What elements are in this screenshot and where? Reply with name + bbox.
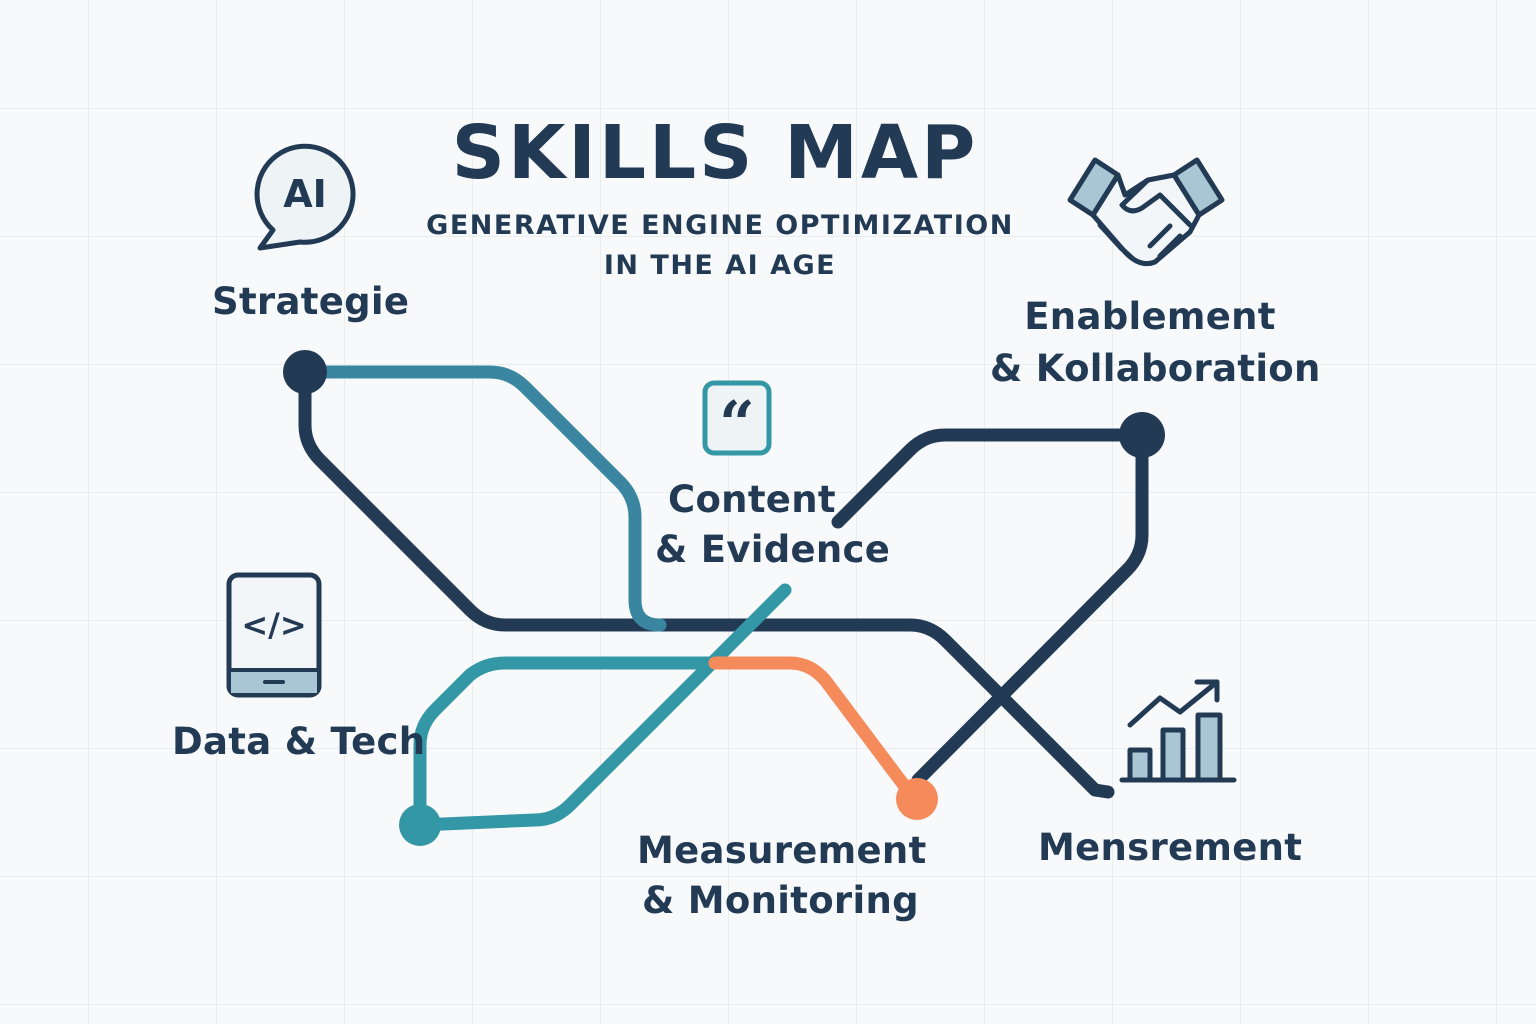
svg-text:“: “ <box>719 387 755 460</box>
node-label-content-line2: & Evidence <box>655 528 891 571</box>
svg-text:AI: AI <box>283 172 327 216</box>
route-content-to-datatech <box>413 583 792 832</box>
station-enablement <box>1119 412 1165 458</box>
node-label-enablement-line2: & Kollaboration <box>990 347 1321 390</box>
bar-chart-growth-icon <box>1119 679 1237 783</box>
route-strategie-to-mensrement <box>298 365 1115 799</box>
subtitle-line-2: IN THE AI AGE <box>603 250 837 281</box>
node-label-enablement-line1: Enablement <box>1024 295 1276 338</box>
route-center-to-measurement <box>708 656 922 807</box>
route-enablement-to-content <box>831 428 1149 529</box>
station-measurement <box>896 778 938 820</box>
node-label-measurement-line1: Measurement <box>637 829 927 872</box>
handshake-icon <box>1067 157 1225 267</box>
node-label-content-line1: Content <box>668 478 836 521</box>
code-tablet-icon: </> <box>226 572 322 698</box>
node-label-strategie: Strategie <box>212 280 410 323</box>
station-data-tech <box>399 804 441 846</box>
route-enablement-to-measurement <box>911 428 1149 787</box>
svg-text:</>: </> <box>241 606 306 644</box>
node-label-measurement-line2: & Monitoring <box>642 879 919 922</box>
node-label-mensrement: Mensrement <box>1038 826 1303 869</box>
route-datatech-to-center <box>413 656 722 832</box>
page-title: SKILLS MAP <box>451 110 979 196</box>
subtitle-line-1: GENERATIVE ENGINE OPTIMIZATION <box>426 210 1014 241</box>
ai-chat-bubble-icon: AI <box>254 143 356 251</box>
node-label-data-tech: Data & Tech <box>172 720 426 763</box>
route-strategie-to-content <box>298 365 667 632</box>
station-strategie <box>283 350 327 394</box>
quote-icon: “ <box>702 380 772 460</box>
